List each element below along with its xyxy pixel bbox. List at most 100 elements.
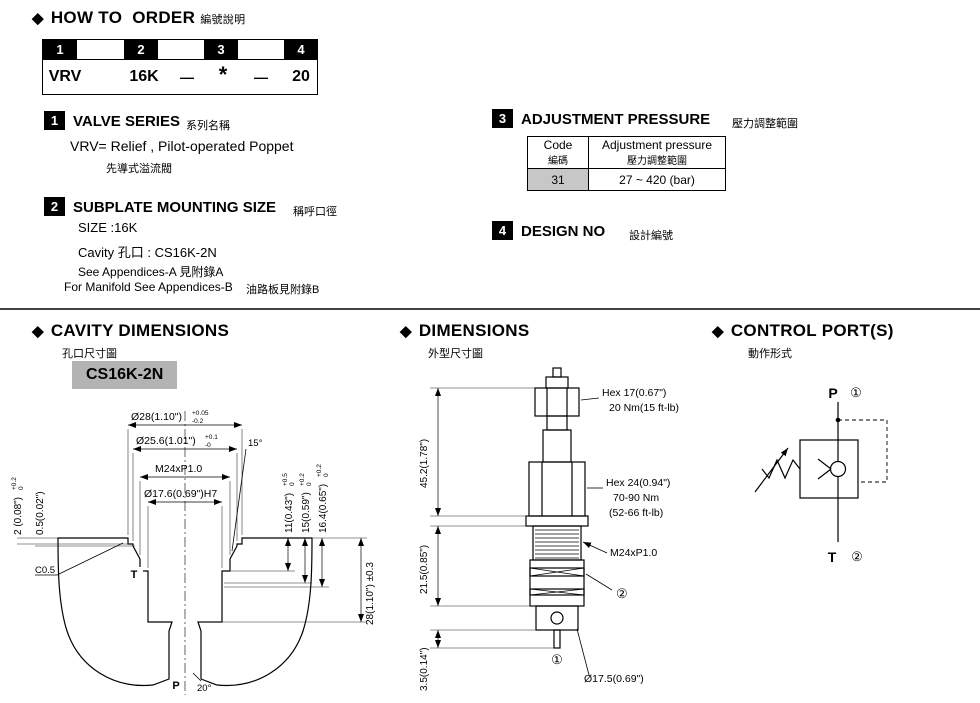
dim-thread: M24xP1.0 <box>155 463 202 475</box>
dim-h452: 45.2(1.78") <box>419 439 430 488</box>
dim-chamfer: C0.5 <box>35 565 55 576</box>
port-t-label: T <box>131 569 138 581</box>
valve-body-geometry <box>525 367 589 649</box>
dim-dia256-tol-dn: -0 <box>205 442 211 449</box>
dimensions-heading: ◆ DIMENSIONS <box>400 321 530 341</box>
pressure-value-cell: 27 ~ 420 (bar) <box>588 168 726 191</box>
diamond-icon: ◆ <box>32 10 44 27</box>
order-code-table: 1 2 3 4 VRV 16K — * — 20 <box>42 39 318 95</box>
oring-groove-1 <box>529 567 585 577</box>
dim-dep15-group: 15(0.59") +0.2 0 <box>299 473 313 533</box>
pressure-header: Adjustment pressure <box>601 138 713 152</box>
pressure-header-cell: Adjustment pressure 壓力調整範圍 <box>588 136 726 169</box>
dim-dep2-tol-dn: 0 <box>18 486 25 490</box>
dim-dep164-group: 16.4(0.65") +0.2 0 <box>316 464 330 533</box>
code-size: 16K <box>129 68 159 85</box>
symbol-port-p-num: ① <box>850 385 862 400</box>
oring-groove-2 <box>529 588 585 596</box>
symbol-port-p: P <box>828 385 837 401</box>
code-design: 20 <box>292 68 310 85</box>
how-to-order-title: HOW TO ORDER <box>50 8 196 27</box>
label-dia175: Ø17.5(0.69") <box>584 673 644 685</box>
control-title-cn: 動作形式 <box>748 348 792 360</box>
order-position-row: 1 2 3 4 <box>42 39 318 60</box>
position-badge-3: 3 <box>204 40 238 59</box>
code-value-cell: 31 <box>527 168 589 191</box>
dim-dep164: 16.4(0.65") <box>318 484 329 533</box>
leader-c05 <box>56 542 124 576</box>
item2-appendix-a: See Appendices-A 見附錄A <box>78 265 224 279</box>
dim-dep11-tol-dn: 0 <box>289 482 296 486</box>
dim-dep11: 11(0.43") <box>284 493 295 533</box>
dim-dep11-tol-up: +0.5 <box>282 473 289 486</box>
item3-badge: 3 <box>492 109 513 128</box>
code-series: VRV <box>48 68 82 85</box>
item2-title-cn: 稱呼口徑 <box>293 206 337 218</box>
dim-dep2-group: 2 (0.08") +0.2 0 <box>11 477 25 535</box>
item2-size: SIZE :16K <box>78 220 138 235</box>
dim-angle20: 20° <box>197 683 212 694</box>
spring <box>761 458 801 480</box>
pilot-line <box>838 419 888 483</box>
item2-appendix-b: For Manifold See Appendices-B <box>64 280 233 294</box>
item1-badge: 1 <box>44 111 65 130</box>
code-header-cn: 編碼 <box>548 156 568 167</box>
valve-dimensions-drawing: 45.2(1.78") 21.5(0.85") 3.5(0.14") Hex 1… <box>419 367 679 691</box>
label-port2-circle: ② <box>616 586 628 601</box>
item4-badge: 4 <box>492 221 513 240</box>
label-thread: M24xP1.0 <box>610 547 657 559</box>
dim-dep05-group: 0.5(0.02") <box>35 491 46 535</box>
label-hex24-torque2: (52-66 ft-lb) <box>609 507 663 519</box>
label-hex17-torque: 20 Nm(15 ft-lb) <box>609 402 679 414</box>
diamond-icon: ◆ <box>400 323 412 340</box>
valve-envelope <box>799 439 859 499</box>
cavity-section-geometry <box>57 411 313 695</box>
cavity-title-cn: 孔口尺寸圖 <box>62 348 117 360</box>
dim-dep164-tol-up: +0.2 <box>316 464 323 477</box>
relief-valve-symbol <box>754 402 888 542</box>
section-divider <box>0 308 980 310</box>
item1-line1: VRV= Relief , Pilot-operated Poppet <box>70 138 294 154</box>
item2-badge: 2 <box>44 197 65 216</box>
cavity-heading: ◆CAVITY DIMENSIONS <box>32 321 229 341</box>
control-ports-symbol: P ① T ② <box>754 385 888 565</box>
dim-dep2-tol-up: +0.2 <box>11 477 18 490</box>
leader-20deg <box>192 672 202 682</box>
item4-title-cn: 設計編號 <box>629 230 673 242</box>
table-data-row: 31 27 ~ 420 (bar) <box>527 168 726 191</box>
leader-15deg <box>231 448 247 552</box>
item1-line2: 先導式溢流閥 <box>106 163 172 175</box>
item4-title: DESIGN NO <box>521 223 606 240</box>
poppet-ball <box>829 460 847 478</box>
cavity-dimensions-drawing: Ø28(1.10") +0.05 -0.2 Ø25.6(1.01") +0.1 … <box>11 410 376 695</box>
port-t-bg <box>126 567 143 580</box>
dim-dep28: 28(1.10") ±0.3 <box>365 562 376 625</box>
how-to-order-title-cn: 編號說明 <box>200 14 246 26</box>
cross-hole <box>550 611 564 625</box>
pressure-header-cn: 壓力調整範圍 <box>627 156 687 167</box>
item3-title: ADJUSTMENT PRESSURE <box>521 111 711 128</box>
code-dash-1: — <box>180 69 194 85</box>
item3-title-cn: 壓力調整範圍 <box>732 118 798 130</box>
dim-dia28-tol-up: +0.05 <box>192 410 209 417</box>
valve-dimension-lines <box>430 387 613 676</box>
item2-title: SUBPLATE MOUNTING SIZE <box>73 199 277 216</box>
dim-angle15: 15° <box>248 438 263 449</box>
symbol-port-t-num: ② <box>851 549 863 564</box>
dim-dep05: 0.5(0.02") <box>35 491 46 535</box>
label-hex17: Hex 17(0.67") <box>602 387 666 399</box>
dim-dep11-group: 11(0.43") +0.5 0 <box>282 473 296 533</box>
dimensions-title: DIMENSIONS <box>418 321 530 340</box>
dim-dia256-tol-up: +0.1 <box>205 434 218 441</box>
item1-title: VALVE SERIES <box>73 113 180 130</box>
dim-dep15-tol-up: +0.2 <box>299 473 306 486</box>
table-header-row: Code 編碼 Adjustment pressure 壓力調整範圍 <box>527 136 726 169</box>
position-badge-1: 1 <box>43 40 77 59</box>
diamond-icon: ◆ <box>712 323 724 340</box>
how-to-order-heading: ◆ HOW TO ORDER 編號說明 <box>32 8 245 28</box>
position-badge-4: 4 <box>284 40 318 59</box>
item2-cavity: Cavity 孔口 : CS16K-2N <box>78 245 217 260</box>
item1-title-cn: 系列名稱 <box>186 120 230 132</box>
label-port1-circle: ① <box>551 652 563 667</box>
